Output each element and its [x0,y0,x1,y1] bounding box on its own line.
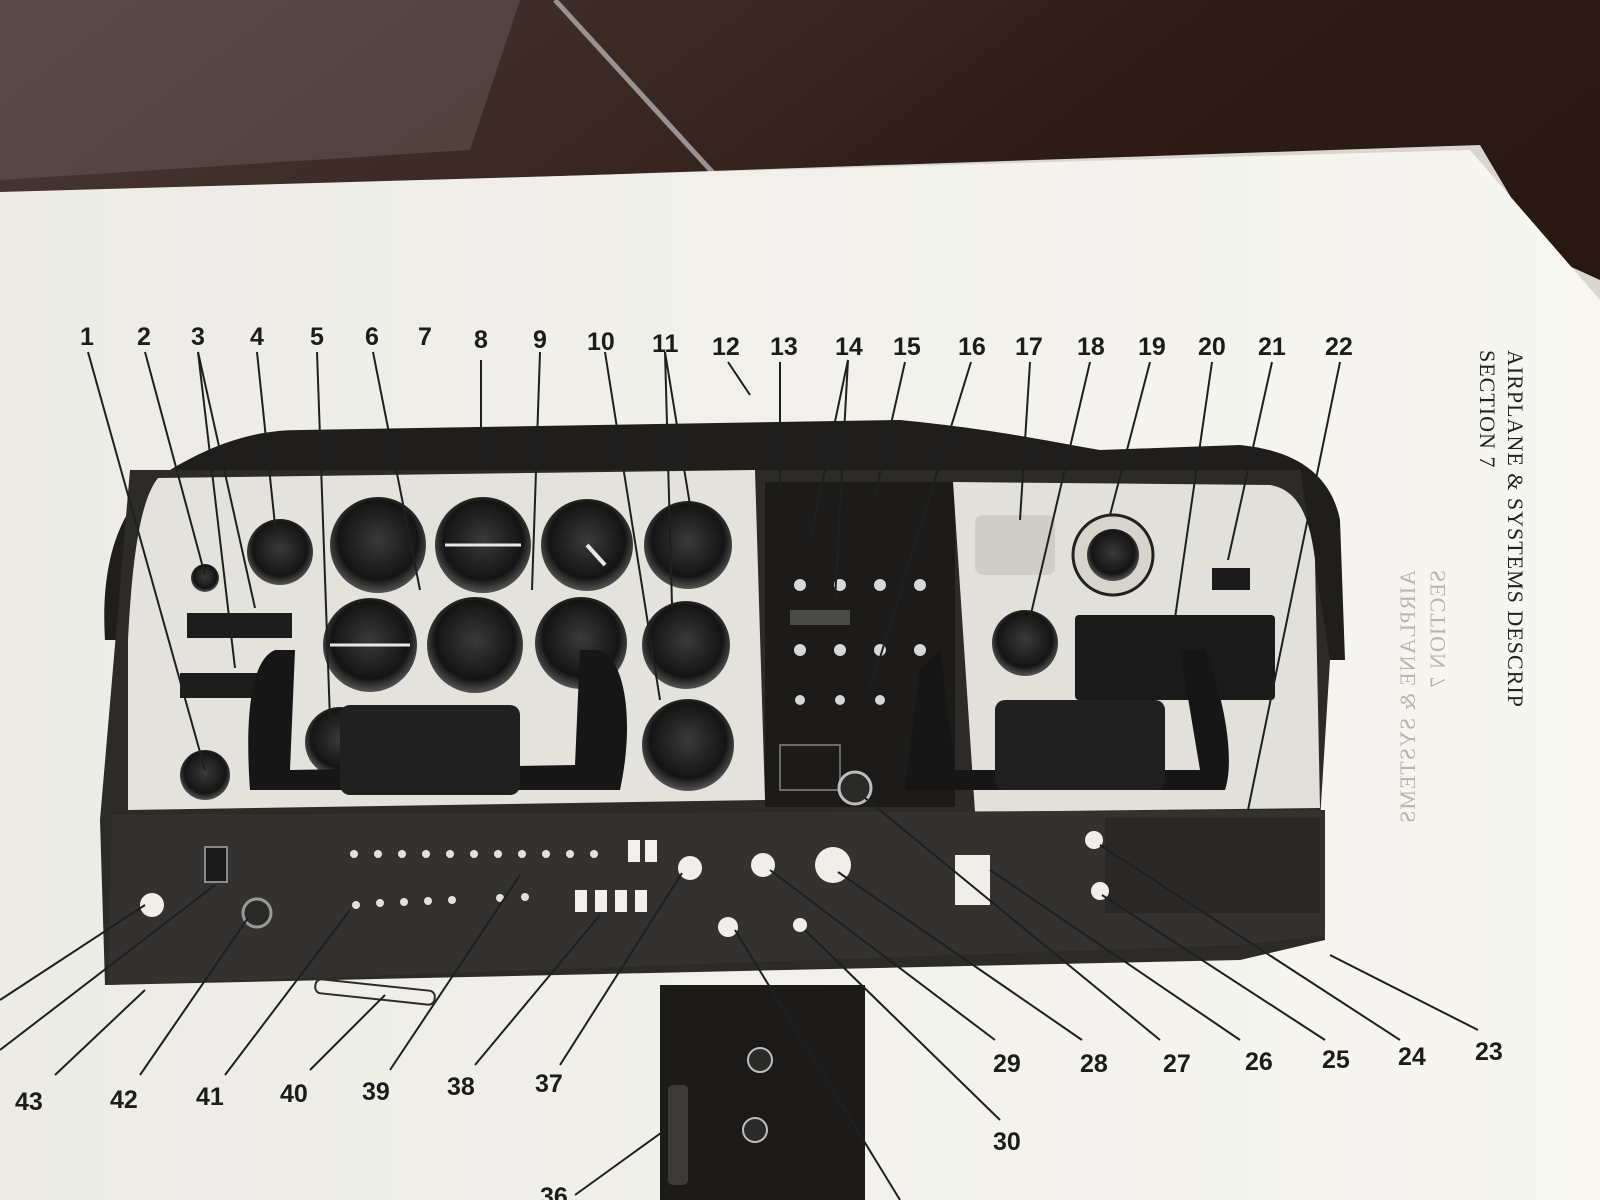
page-header: SECTION 7 AIRPLANE & SYSTEMS DESCRIP [1475,350,1528,708]
callout-20: 20 [1198,333,1226,361]
primer-knob [241,897,273,929]
course-indicator-3 [642,699,734,791]
callout-26: 26 [1245,1048,1273,1076]
rocker-switches [575,840,657,912]
master-switch [204,846,228,883]
section-title: AIRPLANE & SYSTEMS DESCRIP [1503,350,1528,708]
airspeed-indicator [330,497,426,593]
callout-9: 9 [533,326,547,354]
instrument-row-1 [191,497,732,593]
digital-clock [247,519,313,585]
audio-panel [779,744,841,791]
callout-16: 16 [958,333,986,361]
callout-22: 22 [1325,333,1353,361]
callout-leader-lines [0,351,1479,1200]
callout-15: 15 [893,333,921,361]
center-pedestal [660,985,865,1200]
map-compartment [1105,818,1320,913]
tachometer [180,750,230,800]
callout-24: 24 [1398,1043,1426,1071]
hour-meter [1212,568,1250,590]
callout-1: 1 [80,323,94,351]
callout-6: 6 [365,323,379,351]
callout-23: 23 [1475,1038,1503,1066]
callout-11: 11 [652,330,679,358]
pilot-control-wheel [248,650,628,795]
callout-37: 37 [535,1070,563,1098]
transponder-display [790,610,850,625]
callout-4: 4 [250,323,264,351]
callout-2: 2 [137,323,151,351]
desk-edge-line [553,0,717,177]
economy-mixture-face [1087,529,1139,581]
suction-gauge [191,564,219,592]
callout-27: 27 [1163,1050,1191,1078]
lower-subpanel [108,810,1325,985]
parking-brake-handle [314,978,436,1006]
callout-21: 21 [1258,333,1286,361]
instrument-panel-figure [100,420,1346,1200]
pedestal-knob-1 [747,1047,773,1073]
callout-39: 39 [362,1078,390,1106]
section-label: SECTION 7 [1475,350,1500,468]
trim-wheel [668,1085,688,1185]
bleed-through-text: AIRPLANE & SYSTEMS SECTION 7 [1395,570,1450,824]
svg-text:SECTION 7: SECTION 7 [1425,570,1450,688]
ignition-switch [837,770,873,806]
callout-7: 7 [418,323,432,351]
callout-30: 30 [993,1128,1021,1156]
copilot-blank-plate [975,515,1055,575]
pedestal-knob-2 [742,1117,768,1143]
desk-highlight [0,0,520,180]
flight-hour-recorder-panel [1075,615,1275,700]
fuel-quantity-indicators [187,613,292,638]
callout-19: 19 [1138,333,1166,361]
svg-text:AIRPLANE & SYSTEMS: AIRPLANE & SYSTEMS [1395,570,1420,824]
callout-38: 38 [447,1073,475,1101]
callout-29: 29 [993,1050,1021,1078]
ammeter [992,610,1058,676]
callout-12: 12 [712,333,740,361]
callout-5: 5 [310,323,324,351]
callout-41: 41 [196,1083,224,1111]
instrument-row-2 [180,597,730,698]
callout-42: 42 [110,1086,138,1114]
switch-row-lower [352,893,529,909]
callout-17: 17 [1015,333,1043,361]
callout-18: 18 [1077,333,1105,361]
avionics-knobs [794,579,926,705]
callout-numbers: 1 2 3 4 5 6 7 8 9 10 11 12 13 14 15 16 1… [15,323,1503,1200]
callout-36: 36 [540,1183,568,1200]
copilot-control-wheel [905,650,1229,790]
callout-28: 28 [1080,1050,1108,1078]
callout-40: 40 [280,1080,308,1108]
callout-43: 43 [15,1088,43,1116]
switch-row-upper [350,850,598,858]
course-indicator-2 [642,601,730,689]
callout-8: 8 [474,326,488,354]
callout-25: 25 [1322,1046,1350,1074]
callout-10: 10 [587,328,615,356]
callout-13: 13 [770,333,798,361]
callout-14: 14 [835,333,863,361]
directional-gyro [427,597,523,693]
course-indicator-1 [644,501,732,589]
callout-3: 3 [191,323,205,351]
